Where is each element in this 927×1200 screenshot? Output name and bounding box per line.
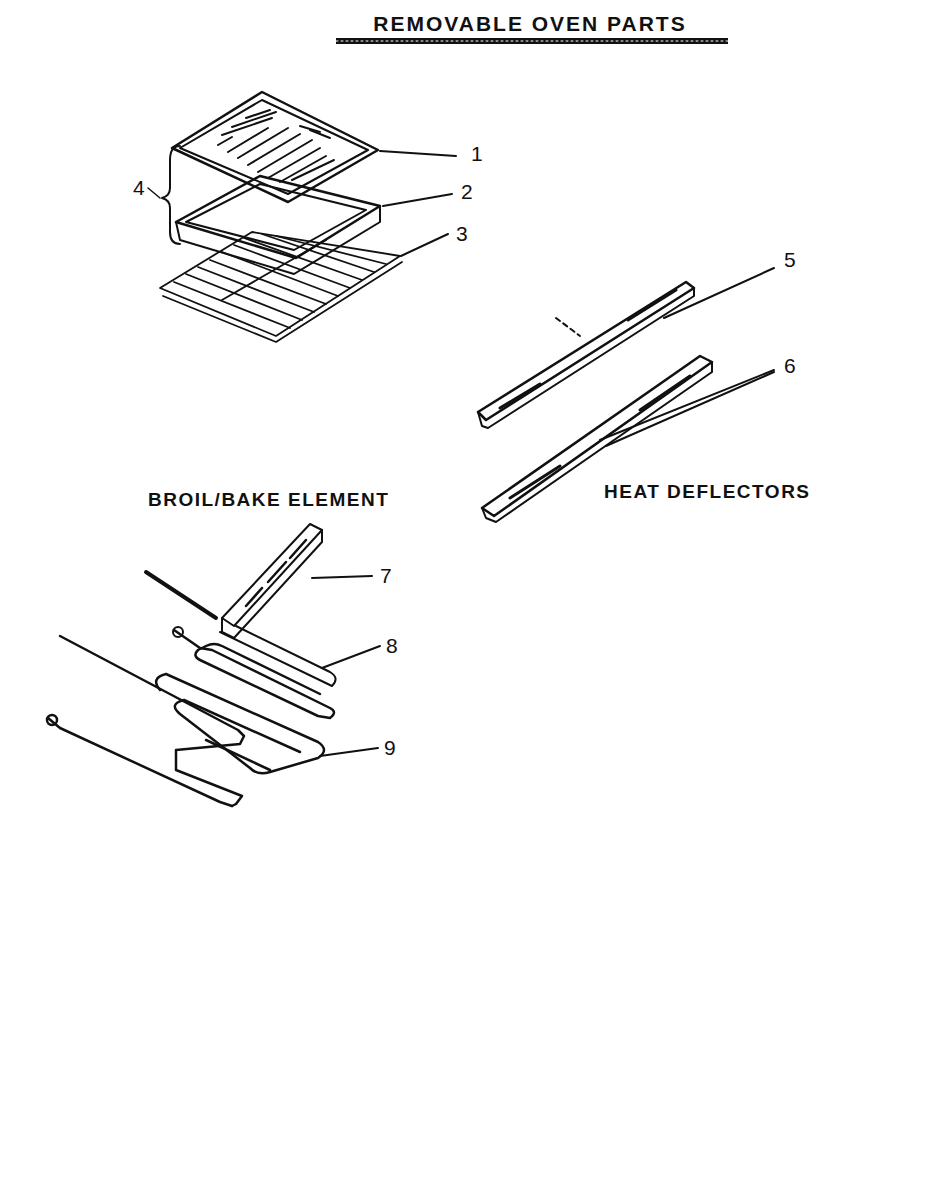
callout-number: 6 <box>784 354 796 377</box>
leader-line <box>148 188 160 198</box>
callout-number: 2 <box>461 180 473 203</box>
leader-line <box>322 646 380 668</box>
callout-number: 4 <box>133 176 145 199</box>
broiler-grid <box>172 92 378 202</box>
callout-number: 5 <box>784 248 796 271</box>
diagram-title: REMOVABLE OVEN PARTS <box>300 12 760 35</box>
callout-number: 8 <box>386 634 398 657</box>
section-heading: BROIL/BAKE ELEMENT <box>148 490 389 511</box>
callout-number: 7 <box>380 564 392 587</box>
broil-element <box>47 636 324 806</box>
leader-line <box>320 748 378 756</box>
leader-line <box>664 268 774 318</box>
leader-line <box>380 151 456 156</box>
title-underline-pattern <box>336 41 728 42</box>
bake-element <box>173 626 336 718</box>
oven-rack <box>160 232 402 342</box>
leader-line <box>606 372 774 446</box>
callout-number: 9 <box>384 736 396 759</box>
leader-line <box>401 234 448 256</box>
leader-line <box>383 194 452 206</box>
section-heading: HEAT DEFLECTORS <box>604 482 811 503</box>
element-bracket <box>146 524 322 638</box>
leader-line <box>312 576 372 578</box>
callout-number: 1 <box>471 142 483 165</box>
leader-line <box>600 370 774 440</box>
group-bracket <box>162 146 180 244</box>
callout-number: 3 <box>456 222 468 245</box>
title-underline <box>336 38 728 44</box>
